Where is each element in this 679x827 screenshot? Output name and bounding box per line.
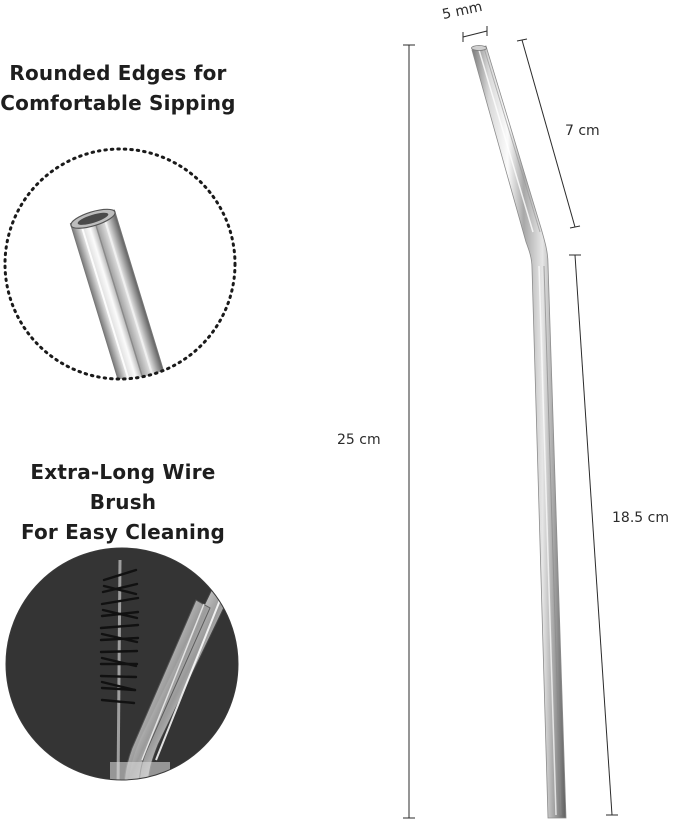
feature-heading-wire-brush: Extra-Long Wire Brush For Easy Cleaning xyxy=(0,457,246,547)
bent-length-label: 7 cm xyxy=(565,123,600,139)
total-length-label: 25 cm xyxy=(337,432,381,448)
brush-icon xyxy=(99,559,140,780)
straw-image xyxy=(471,45,567,819)
dimension-lines xyxy=(403,26,618,819)
wire-brush-closeup xyxy=(5,547,239,781)
feature-heading-line: For Easy Cleaning xyxy=(20,520,226,544)
feature-heading-rounded-edges: Rounded Edges for Comfortable Sipping xyxy=(0,58,236,118)
feature-heading-line: Extra-Long Wire Brush xyxy=(30,460,216,514)
rounded-edge-closeup xyxy=(3,147,237,381)
feature-heading-line: Rounded Edges for xyxy=(9,61,227,85)
straight-length-label: 18.5 cm xyxy=(612,510,669,526)
feature-heading-line: Comfortable Sipping xyxy=(0,91,236,115)
